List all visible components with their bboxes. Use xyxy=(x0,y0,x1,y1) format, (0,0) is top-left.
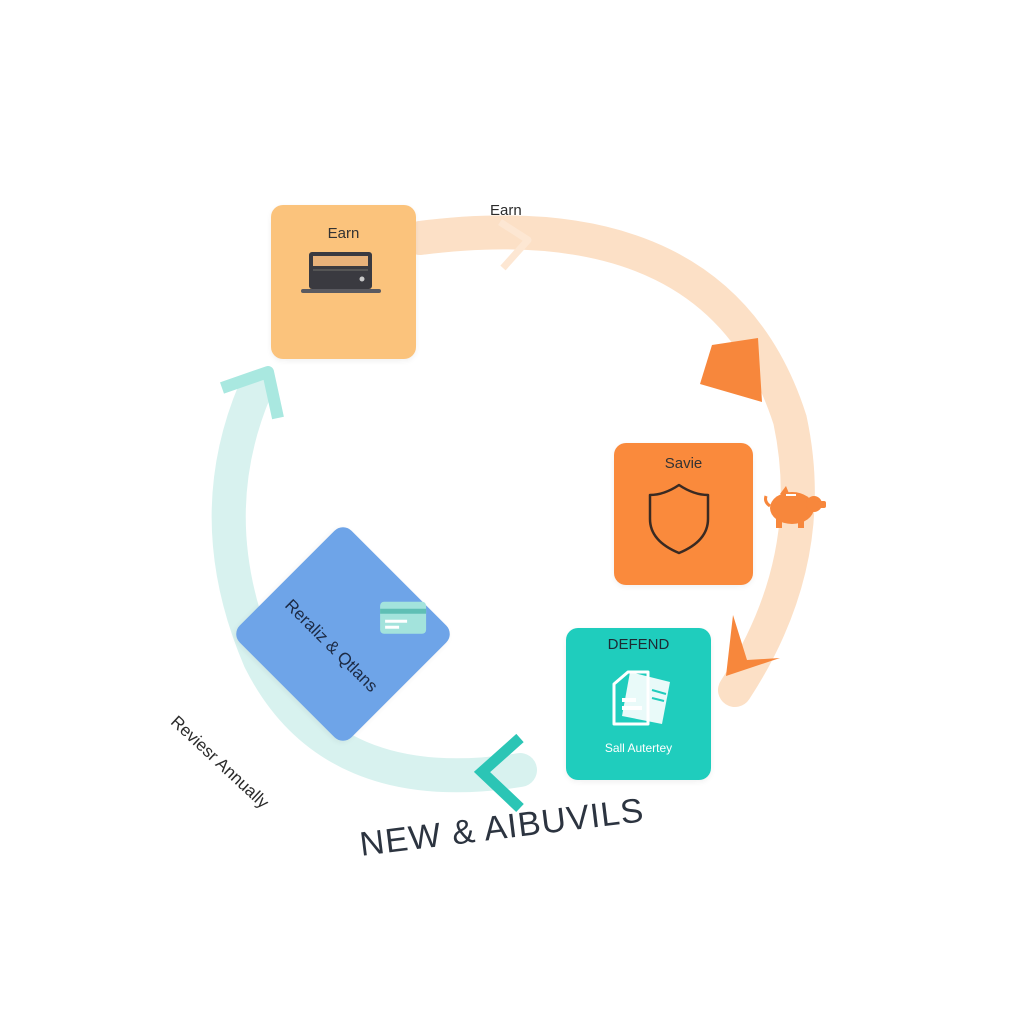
node-defend-caption: Sall Autertey xyxy=(604,741,673,755)
arrow-bottom-chevron xyxy=(473,733,524,812)
node-earn-label: Earn xyxy=(327,225,360,242)
node-earn[interactable]: Earn xyxy=(271,205,416,359)
arrow-right-lower xyxy=(726,615,780,676)
node-defend-label: DEFEND xyxy=(607,636,670,653)
arrow-left-chevron xyxy=(220,366,284,420)
arc-label-top: Earn xyxy=(490,202,522,219)
shield-icon xyxy=(648,483,710,555)
node-save[interactable]: Savie xyxy=(614,443,753,585)
node-review[interactable]: Reraliz & Qtlans xyxy=(231,522,455,746)
arrow-right-upper xyxy=(700,338,762,402)
document-icon xyxy=(612,670,670,726)
node-save-label: Savie xyxy=(664,455,703,472)
card-icon xyxy=(380,601,427,634)
arrow-top-chevron xyxy=(498,219,532,271)
arc-warm xyxy=(403,215,815,707)
laptop-icon xyxy=(301,252,381,293)
piggy-bank-icon xyxy=(764,486,826,528)
node-defend[interactable]: DEFEND Sall Autertey xyxy=(566,628,711,780)
